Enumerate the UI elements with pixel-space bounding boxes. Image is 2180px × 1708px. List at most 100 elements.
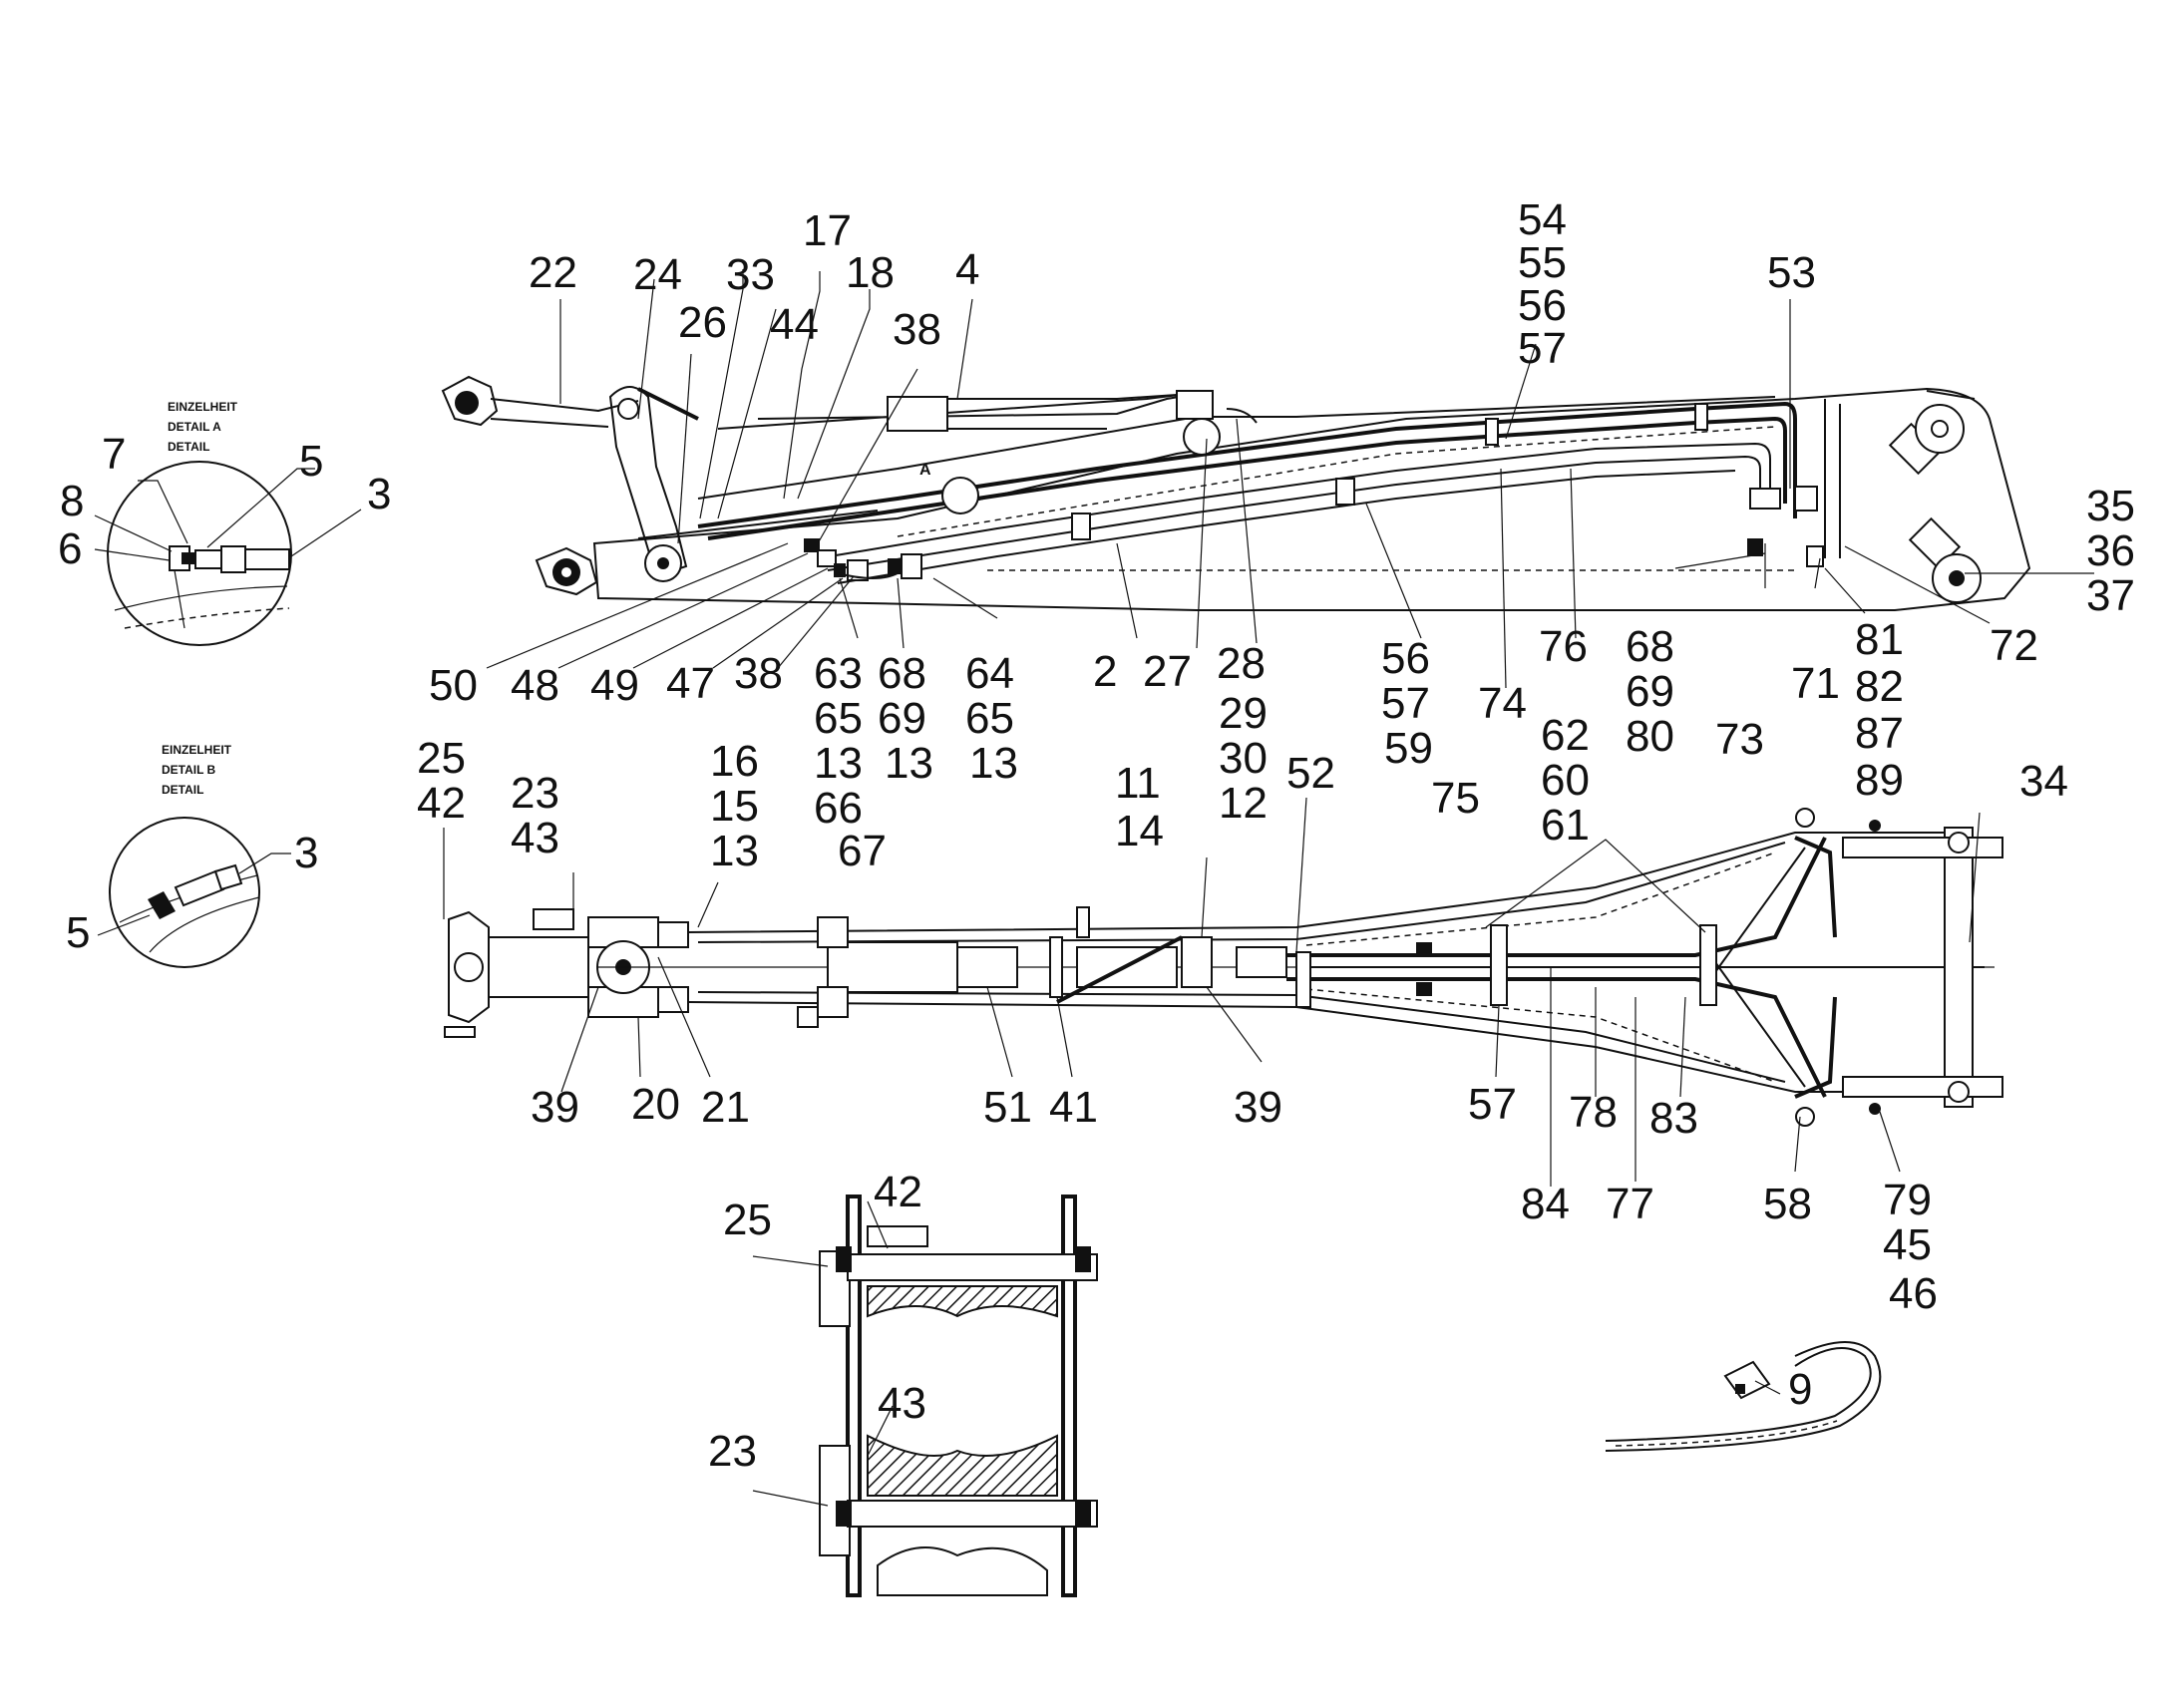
detail-a-caption-1: EINZELHEIT [168, 400, 238, 414]
callout-26: 26 [678, 298, 727, 347]
callout-73: 73 [1715, 715, 1764, 764]
top-clamps [1049, 906, 1717, 1008]
callout-43: 43 [878, 1379, 926, 1428]
callout-50: 50 [429, 661, 478, 710]
callout-25: 25 [723, 1196, 772, 1244]
callout-64: 64 [965, 649, 1014, 698]
callout-14: 14 [1115, 807, 1164, 855]
callout-84: 84 [1521, 1180, 1570, 1228]
detail-b-caption-1: EINZELHEIT [162, 743, 232, 757]
callout-55: 55 [1518, 238, 1567, 287]
callout-42: 42 [417, 779, 466, 828]
callout-57: 57 [1468, 1080, 1517, 1129]
detail-b-circle [109, 817, 260, 968]
callout-12: 12 [1219, 779, 1268, 828]
callout-24: 24 [633, 250, 682, 299]
callout-83: 83 [1649, 1094, 1698, 1143]
callout-18: 18 [846, 248, 895, 297]
detail-b-fitting [119, 863, 260, 953]
top-left-end [444, 908, 689, 1038]
callout-30: 30 [1219, 734, 1268, 783]
callout-47: 47 [666, 659, 715, 708]
callout-2: 2 [1093, 647, 1117, 696]
callout-49: 49 [590, 661, 639, 710]
detail-a-caption-2: DETAIL A [168, 420, 221, 434]
callout-8: 8 [60, 477, 84, 525]
callout-75: 75 [1431, 774, 1480, 823]
callout-79: 79 [1883, 1176, 1932, 1224]
callout-28: 28 [1217, 639, 1266, 688]
side-right-bracket [1888, 390, 1982, 603]
callout-33: 33 [726, 250, 775, 299]
callout-6: 6 [58, 524, 82, 573]
callout-46: 46 [1889, 1269, 1938, 1318]
callout-29: 29 [1219, 689, 1268, 738]
callout-56: 56 [1381, 634, 1430, 683]
callouts-detail-a: 7 5 8 6 3 [58, 430, 391, 573]
callout-56: 56 [1518, 281, 1567, 330]
callout-57: 57 [1381, 679, 1430, 728]
callout-65: 65 [814, 694, 863, 743]
callouts-side-view: 22 24 33 26 17 44 18 4 38 54 55 56 57 53… [429, 195, 2135, 875]
detail-b-caption-3: DETAIL [162, 783, 203, 797]
callout-27: 27 [1143, 647, 1192, 696]
callout-81: 81 [1855, 615, 1904, 664]
callout-80: 80 [1626, 712, 1674, 761]
callout-5: 5 [66, 908, 90, 957]
detail-a-caption-3: DETAIL [168, 440, 209, 454]
callout-60: 60 [1541, 756, 1590, 805]
callout-23: 23 [708, 1427, 757, 1476]
callout-7: 7 [102, 430, 126, 479]
callout-63: 63 [814, 649, 863, 698]
callout-69: 69 [878, 694, 926, 743]
callout-3: 3 [367, 470, 391, 518]
section-view [752, 1195, 1098, 1597]
side-clamps [1071, 403, 1824, 567]
callouts-section-view: 42 25 43 23 [708, 1168, 926, 1476]
callouts-part-9: 9 [1788, 1365, 1812, 1414]
callout-23: 23 [511, 769, 559, 818]
callout-38: 38 [893, 305, 941, 354]
detail-a-circle [107, 461, 292, 646]
callout-38: 38 [734, 649, 783, 698]
callout-22: 22 [529, 248, 577, 297]
side-left-fittings: A [804, 462, 979, 581]
callout-82: 82 [1855, 662, 1904, 711]
left-end-eye-lower [535, 546, 598, 596]
callout-17: 17 [803, 206, 852, 255]
part-9-cable-tie [1605, 1341, 1882, 1452]
callout-67: 67 [838, 827, 887, 875]
callout-4: 4 [955, 245, 979, 294]
callout-9: 9 [1788, 1365, 1812, 1414]
side-leaders [486, 269, 2094, 689]
top-view [444, 808, 2003, 1127]
callout-68: 68 [878, 649, 926, 698]
callout-41: 41 [1049, 1083, 1098, 1132]
callout-74: 74 [1478, 679, 1527, 728]
detail-a-leaders [94, 468, 362, 561]
callout-45: 45 [1883, 1220, 1932, 1269]
callout-57: 57 [1518, 324, 1567, 373]
callout-69: 69 [1626, 667, 1674, 716]
callout-58: 58 [1763, 1180, 1812, 1228]
callout-71: 71 [1791, 659, 1840, 708]
detail-a: EINZELHEIT DETAIL A DETAIL [94, 400, 362, 646]
callout-39: 39 [531, 1083, 579, 1132]
callout-62: 62 [1541, 711, 1590, 760]
callout-59: 59 [1384, 724, 1433, 773]
callout-43: 43 [511, 814, 559, 862]
detail-b: EINZELHEIT DETAIL B DETAIL [97, 743, 291, 968]
detail-a-fitting [114, 545, 290, 629]
callout-13: 13 [814, 739, 863, 788]
callout-76: 76 [1539, 622, 1588, 671]
callout-20: 20 [631, 1080, 680, 1129]
callouts-top-view: 25 42 23 43 16 15 13 11 14 52 34 39 20 2… [417, 734, 2068, 1318]
callouts-detail-b: 3 5 [66, 829, 318, 957]
detail-b-caption-2: DETAIL B [162, 763, 216, 777]
callout-21: 21 [701, 1083, 750, 1132]
callout-15: 15 [710, 782, 759, 831]
callout-25: 25 [417, 734, 466, 783]
callout-72: 72 [1990, 621, 2038, 670]
callout-48: 48 [511, 661, 559, 710]
